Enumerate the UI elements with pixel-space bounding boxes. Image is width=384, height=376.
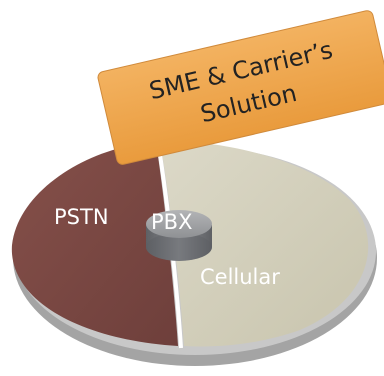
pstn-segment [11,142,178,346]
pbx-label: PBX [151,210,192,234]
pstn-label: PSTN [54,205,109,229]
solution-badge: SME & Carrier’s Solution [97,10,384,165]
cellular-segment [160,141,369,347]
pie-chart [11,141,369,349]
cellular-label: Cellular [200,265,280,289]
pbx-puck [146,210,212,261]
